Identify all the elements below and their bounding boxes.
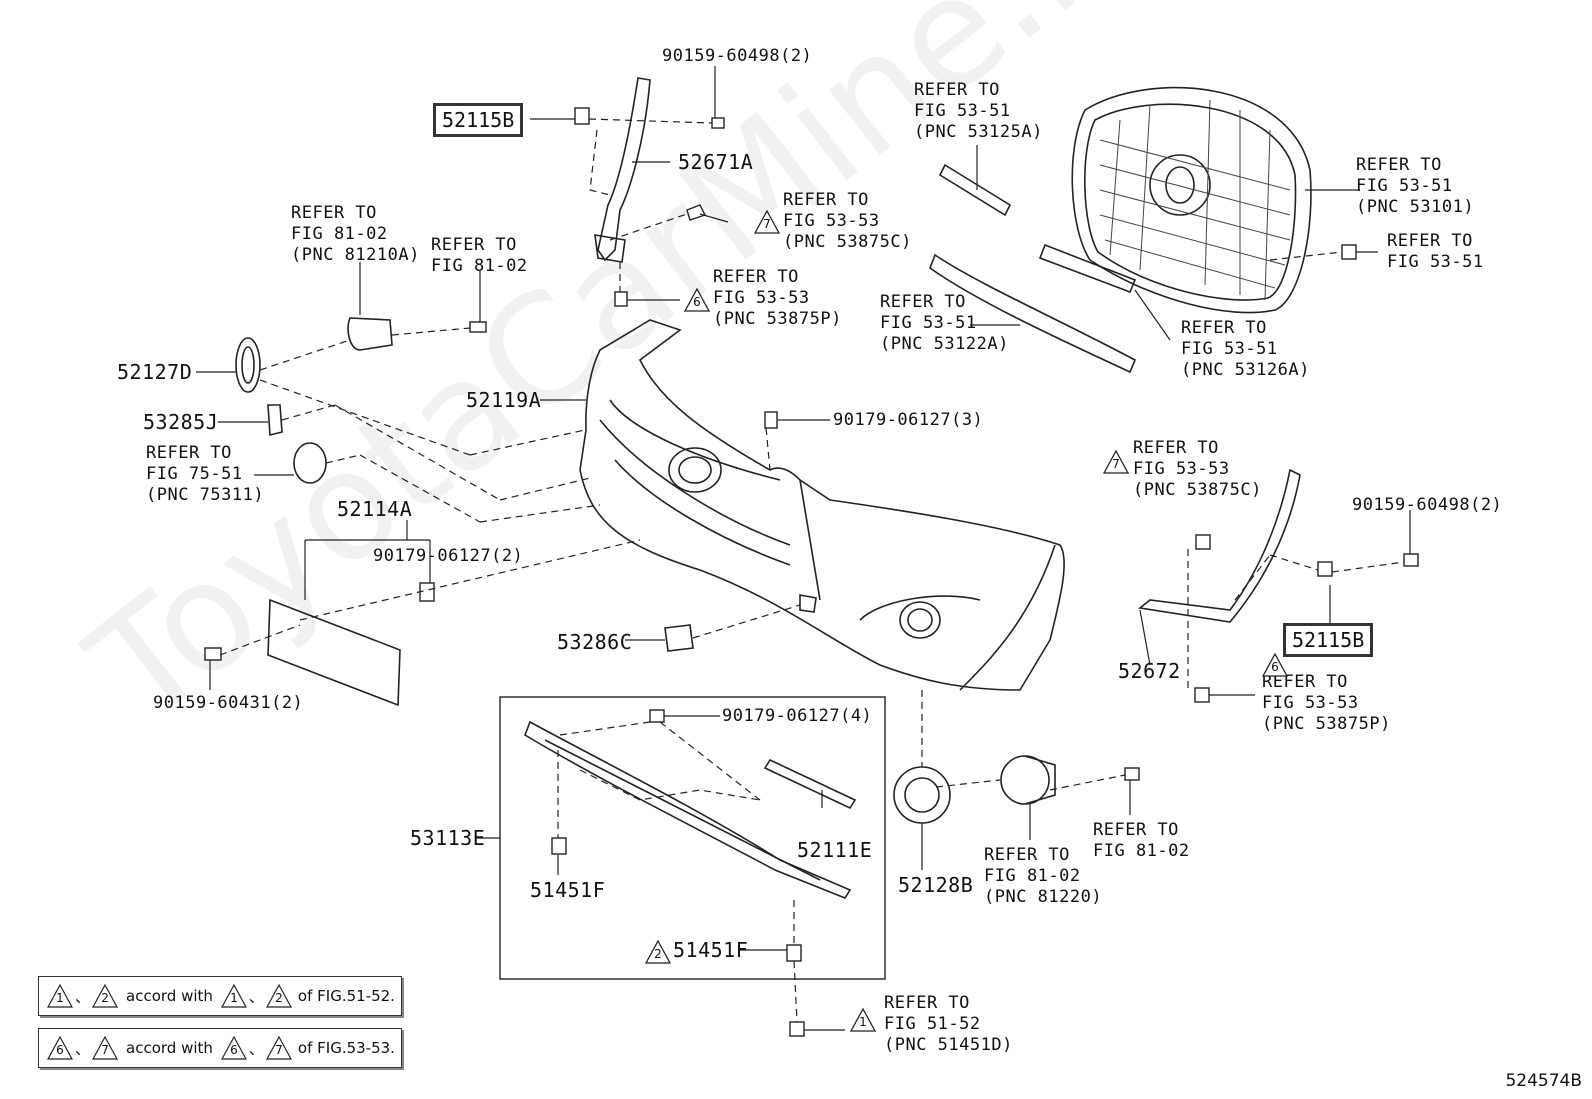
label-52111e[interactable]: 52111E bbox=[797, 838, 873, 862]
label-52127d[interactable]: 52127D bbox=[117, 360, 193, 384]
label-ref-53101: REFER TO FIG 53-51 (PNC 53101) bbox=[1356, 155, 1475, 217]
fog-bezel-52127d bbox=[235, 337, 261, 393]
radiator-grille bbox=[1071, 86, 1312, 314]
label-51451f[interactable]: 51451F bbox=[530, 878, 606, 902]
part-52115b-highlight-top[interactable]: 52115B bbox=[433, 103, 524, 137]
molding-53126a bbox=[1038, 243, 1137, 294]
triangle-2-clip: 2 bbox=[644, 939, 672, 964]
license-bracket bbox=[267, 598, 401, 707]
label-ref-53875c-top: REFER TO FIG 53-53 (PNC 53875C) bbox=[783, 190, 912, 252]
bracket-53285j bbox=[267, 404, 283, 437]
label-52128b[interactable]: 52128B bbox=[898, 873, 974, 897]
note-fig-51-52: 1 、 2 accord with 1 、 2 of FIG.51-52. bbox=[38, 976, 402, 1016]
label-ref-51451d: REFER TO FIG 51-52 (PNC 51451D) bbox=[884, 993, 1013, 1055]
label-ref-81210a: REFER TO FIG 81-02 (PNC 81210A) bbox=[291, 203, 420, 265]
lower-grille bbox=[524, 720, 852, 899]
label-ref-81-02-right: REFER TO FIG 81-02 bbox=[1093, 820, 1190, 861]
label-90179-06127-4: 90179-06127(4) bbox=[722, 706, 873, 726]
label-ref-53875p-right: REFER TO FIG 53-53 (PNC 53875P) bbox=[1262, 672, 1391, 734]
label-90159-60498-top: 90159-60498(2) bbox=[662, 46, 813, 66]
label-ref-53-51-bolt: REFER TO FIG 53-51 bbox=[1387, 231, 1484, 272]
label-52672[interactable]: 52672 bbox=[1118, 659, 1181, 683]
label-90159-60431: 90159-60431(2) bbox=[153, 693, 304, 713]
front-bumper-cover bbox=[579, 319, 1065, 691]
label-53113e[interactable]: 53113E bbox=[410, 826, 486, 850]
insert-52111e bbox=[763, 758, 857, 810]
cap-53286c bbox=[664, 624, 694, 652]
note-triangle-icon: 2 bbox=[265, 983, 292, 1008]
label-ref-53122a: REFER TO FIG 53-51 (PNC 53122A) bbox=[880, 292, 1009, 354]
drawing-number: 524574B bbox=[1505, 1071, 1582, 1091]
label-53285j[interactable]: 53285J bbox=[143, 410, 219, 434]
label-ref-75311: REFER TO FIG 75-51 (PNC 75311) bbox=[146, 443, 265, 505]
bracket-52671a bbox=[597, 77, 651, 262]
note-triangle-icon: 6 bbox=[220, 1035, 247, 1060]
part-52115b-highlight-right[interactable]: 52115B bbox=[1283, 623, 1374, 657]
molding-53122a bbox=[929, 253, 1137, 374]
label-51451f-clip[interactable]: 51451F bbox=[673, 938, 749, 962]
bracket-52672 bbox=[1138, 468, 1301, 623]
emblem bbox=[293, 442, 327, 484]
note-triangle-icon: 7 bbox=[265, 1035, 292, 1060]
note-triangle-icon: 1 bbox=[46, 983, 74, 1008]
label-90159-60498-right: 90159-60498(2) bbox=[1352, 495, 1503, 515]
label-52114a[interactable]: 52114A bbox=[337, 497, 413, 521]
fog-lamp-left bbox=[347, 317, 393, 351]
label-ref-53126a: REFER TO FIG 53-51 (PNC 53126A) bbox=[1181, 318, 1310, 380]
label-ref-53875c-right: REFER TO FIG 53-53 (PNC 53875C) bbox=[1133, 438, 1262, 500]
label-90179-06127-2: 90179-06127(2) bbox=[373, 546, 524, 566]
triangle-1-bottom: 1 bbox=[849, 1007, 877, 1032]
label-ref-53125a: REFER TO FIG 53-51 (PNC 53125A) bbox=[914, 80, 1043, 142]
molding-53125a bbox=[938, 163, 1012, 217]
label-ref-53875p-top: REFER TO FIG 53-53 (PNC 53875P) bbox=[713, 267, 842, 329]
label-90179-06127-3: 90179-06127(3) bbox=[833, 410, 984, 430]
label-ref-81-02-top: REFER TO FIG 81-02 bbox=[431, 235, 528, 276]
label-52119a[interactable]: 52119A bbox=[466, 388, 542, 412]
triangle-6-top: 6 bbox=[683, 287, 711, 312]
triangle-7-top: 7 bbox=[753, 209, 781, 234]
triangle-7-right: 7 bbox=[1102, 449, 1130, 474]
label-ref-81220: REFER TO FIG 81-02 (PNC 81220) bbox=[984, 845, 1103, 907]
note-fig-53-53: 6 、 7 accord with 6 、 7 of FIG.53-53. bbox=[38, 1028, 402, 1068]
label-52671a[interactable]: 52671A bbox=[678, 150, 754, 174]
triangle-6-right: 6 bbox=[1261, 652, 1289, 677]
label-53286c[interactable]: 53286C bbox=[557, 630, 633, 654]
note-triangle-icon: 2 bbox=[92, 983, 119, 1008]
note-triangle-icon: 1 bbox=[220, 983, 247, 1008]
note-triangle-icon: 7 bbox=[92, 1035, 119, 1060]
note-triangle-icon: 6 bbox=[46, 1035, 74, 1060]
fog-bezel-52128b bbox=[893, 766, 951, 824]
fog-lamp-right bbox=[1000, 755, 1050, 805]
